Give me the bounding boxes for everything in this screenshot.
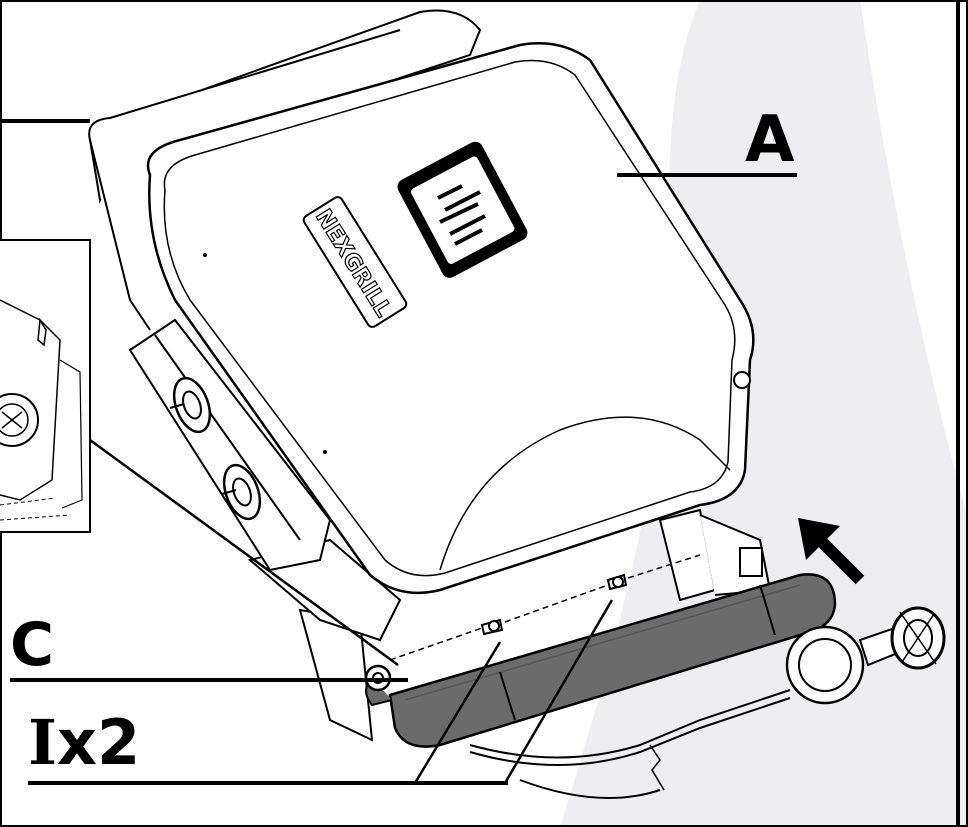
assembly-dashed-right-2 [627, 554, 701, 579]
assembly-dashed-right [504, 584, 609, 623]
leader-i-left [413, 641, 502, 784]
bolt-detail-icon [0, 393, 39, 447]
direction-arrow-icon [798, 518, 865, 585]
hinge-right [658, 371, 772, 602]
screw-right-icon [606, 573, 628, 591]
detail-inset [0, 239, 91, 533]
part-label-i-quantity: Ix2 [28, 712, 140, 774]
qr-label-icon [397, 141, 528, 278]
knob-upper-icon [169, 376, 212, 434]
background-band-inner [860, 0, 968, 520]
screw-left-icon [480, 618, 504, 636]
part-label-a: A [745, 103, 795, 177]
leader-c-diagonal [89, 438, 399, 667]
part-label-c: C [10, 610, 55, 680]
part-letter: I [28, 706, 58, 779]
part-quantity: x2 [57, 706, 141, 779]
grill-lid [146, 42, 755, 595]
gas-regulator [469, 606, 946, 799]
leader-i-right [503, 599, 614, 784]
knob-lower-icon [221, 463, 262, 521]
assembly-dashed-left [389, 627, 483, 661]
